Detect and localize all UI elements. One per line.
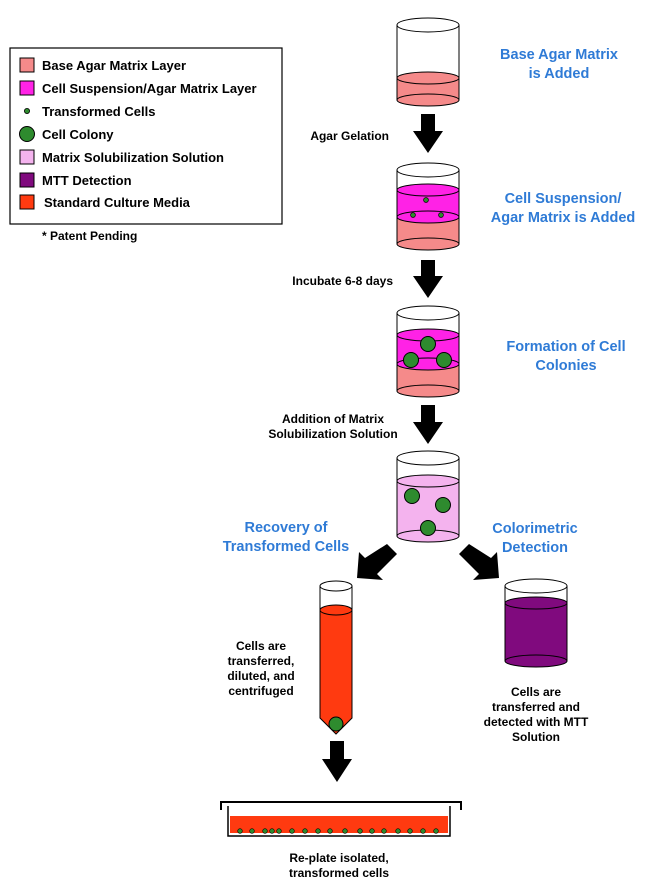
legend-label-cell-colony: Cell Colony (42, 127, 114, 142)
transition-gelation: Agar Gelation (310, 129, 389, 143)
arrow-diagonal-left (357, 544, 397, 580)
legend-swatch-solubilization (19, 149, 35, 165)
mtt-note-line2: transferred and (492, 700, 580, 714)
legend-swatch-mtt (19, 172, 35, 188)
beaker-solubilized (396, 450, 460, 543)
mtt-note-line1: Cells are (511, 685, 561, 699)
tube-note-line3: diluted, and (227, 669, 294, 683)
arrow-down-2 (413, 260, 443, 298)
colorimetric-title-line2: Detection (502, 540, 568, 556)
legend-label-solubilization: Matrix Solubilization Solution (42, 150, 224, 165)
colorimetric-title-line1: Colorimetric (492, 521, 577, 537)
arrow-down-4 (322, 741, 352, 782)
legend-label-transformed-cells: Transformed Cells (42, 104, 155, 119)
legend-swatch-transformed-cells (23, 108, 30, 115)
legend: Base Agar Matrix Layer Cell Suspension/A… (9, 47, 283, 225)
beaker-mtt (504, 578, 568, 668)
replate-note-line2: transformed cells (289, 866, 389, 880)
legend-label-culture-media: Standard Culture Media (44, 195, 191, 210)
arrow-down-1 (413, 114, 443, 153)
legend-label-cell-suspension: Cell Suspension/Agar Matrix Layer (42, 81, 257, 96)
beaker-cell-suspension (396, 162, 460, 251)
beaker-colony-formation (396, 305, 460, 398)
step1-title-line2: is Added (529, 66, 590, 82)
replate-note-line1: Re-plate isolated, (289, 851, 388, 865)
centrifuge-tube (319, 580, 353, 735)
transition-incubate: Incubate 6-8 days (292, 274, 393, 288)
recovery-title-line1: Recovery of (244, 520, 327, 536)
step2-title-line1: Cell Suspension/ (505, 191, 622, 207)
legend-swatch-cell-colony (19, 126, 35, 142)
tube-note-line1: Cells are (236, 639, 286, 653)
mtt-note-line3: detected with MTT (484, 715, 589, 729)
legend-swatch-cell-suspension (19, 80, 35, 96)
mtt-note-line4: Solution (512, 730, 560, 744)
arrow-diagonal-right (459, 544, 499, 580)
legend-swatch-base-agar (19, 57, 35, 73)
step3-title-line1: Formation of Cell (506, 339, 625, 355)
step3-title-line2: Colonies (535, 358, 596, 374)
step1-title-line1: Base Agar Matrix (500, 47, 618, 63)
recovery-title-line2: Transformed Cells (223, 539, 350, 555)
tube-note-line2: transferred, (228, 654, 295, 668)
legend-box (9, 47, 283, 225)
plated-cells (237, 828, 439, 834)
arrow-down-3 (413, 405, 443, 444)
legend-label-mtt: MTT Detection (42, 173, 132, 188)
legend-swatch-culture-media (19, 194, 35, 210)
step2-title-line2: Agar Matrix is Added (491, 210, 636, 226)
legend-label-base-agar: Base Agar Matrix Layer (42, 58, 186, 73)
transition-solubilization-line2: Solubilization Solution (268, 427, 397, 441)
beaker-base-agar (396, 17, 460, 107)
tube-note-line4: centrifuged (228, 684, 293, 698)
culture-plate (220, 801, 462, 837)
transition-solubilization-line1: Addition of Matrix (282, 412, 384, 426)
patent-note: * Patent Pending (42, 229, 137, 243)
